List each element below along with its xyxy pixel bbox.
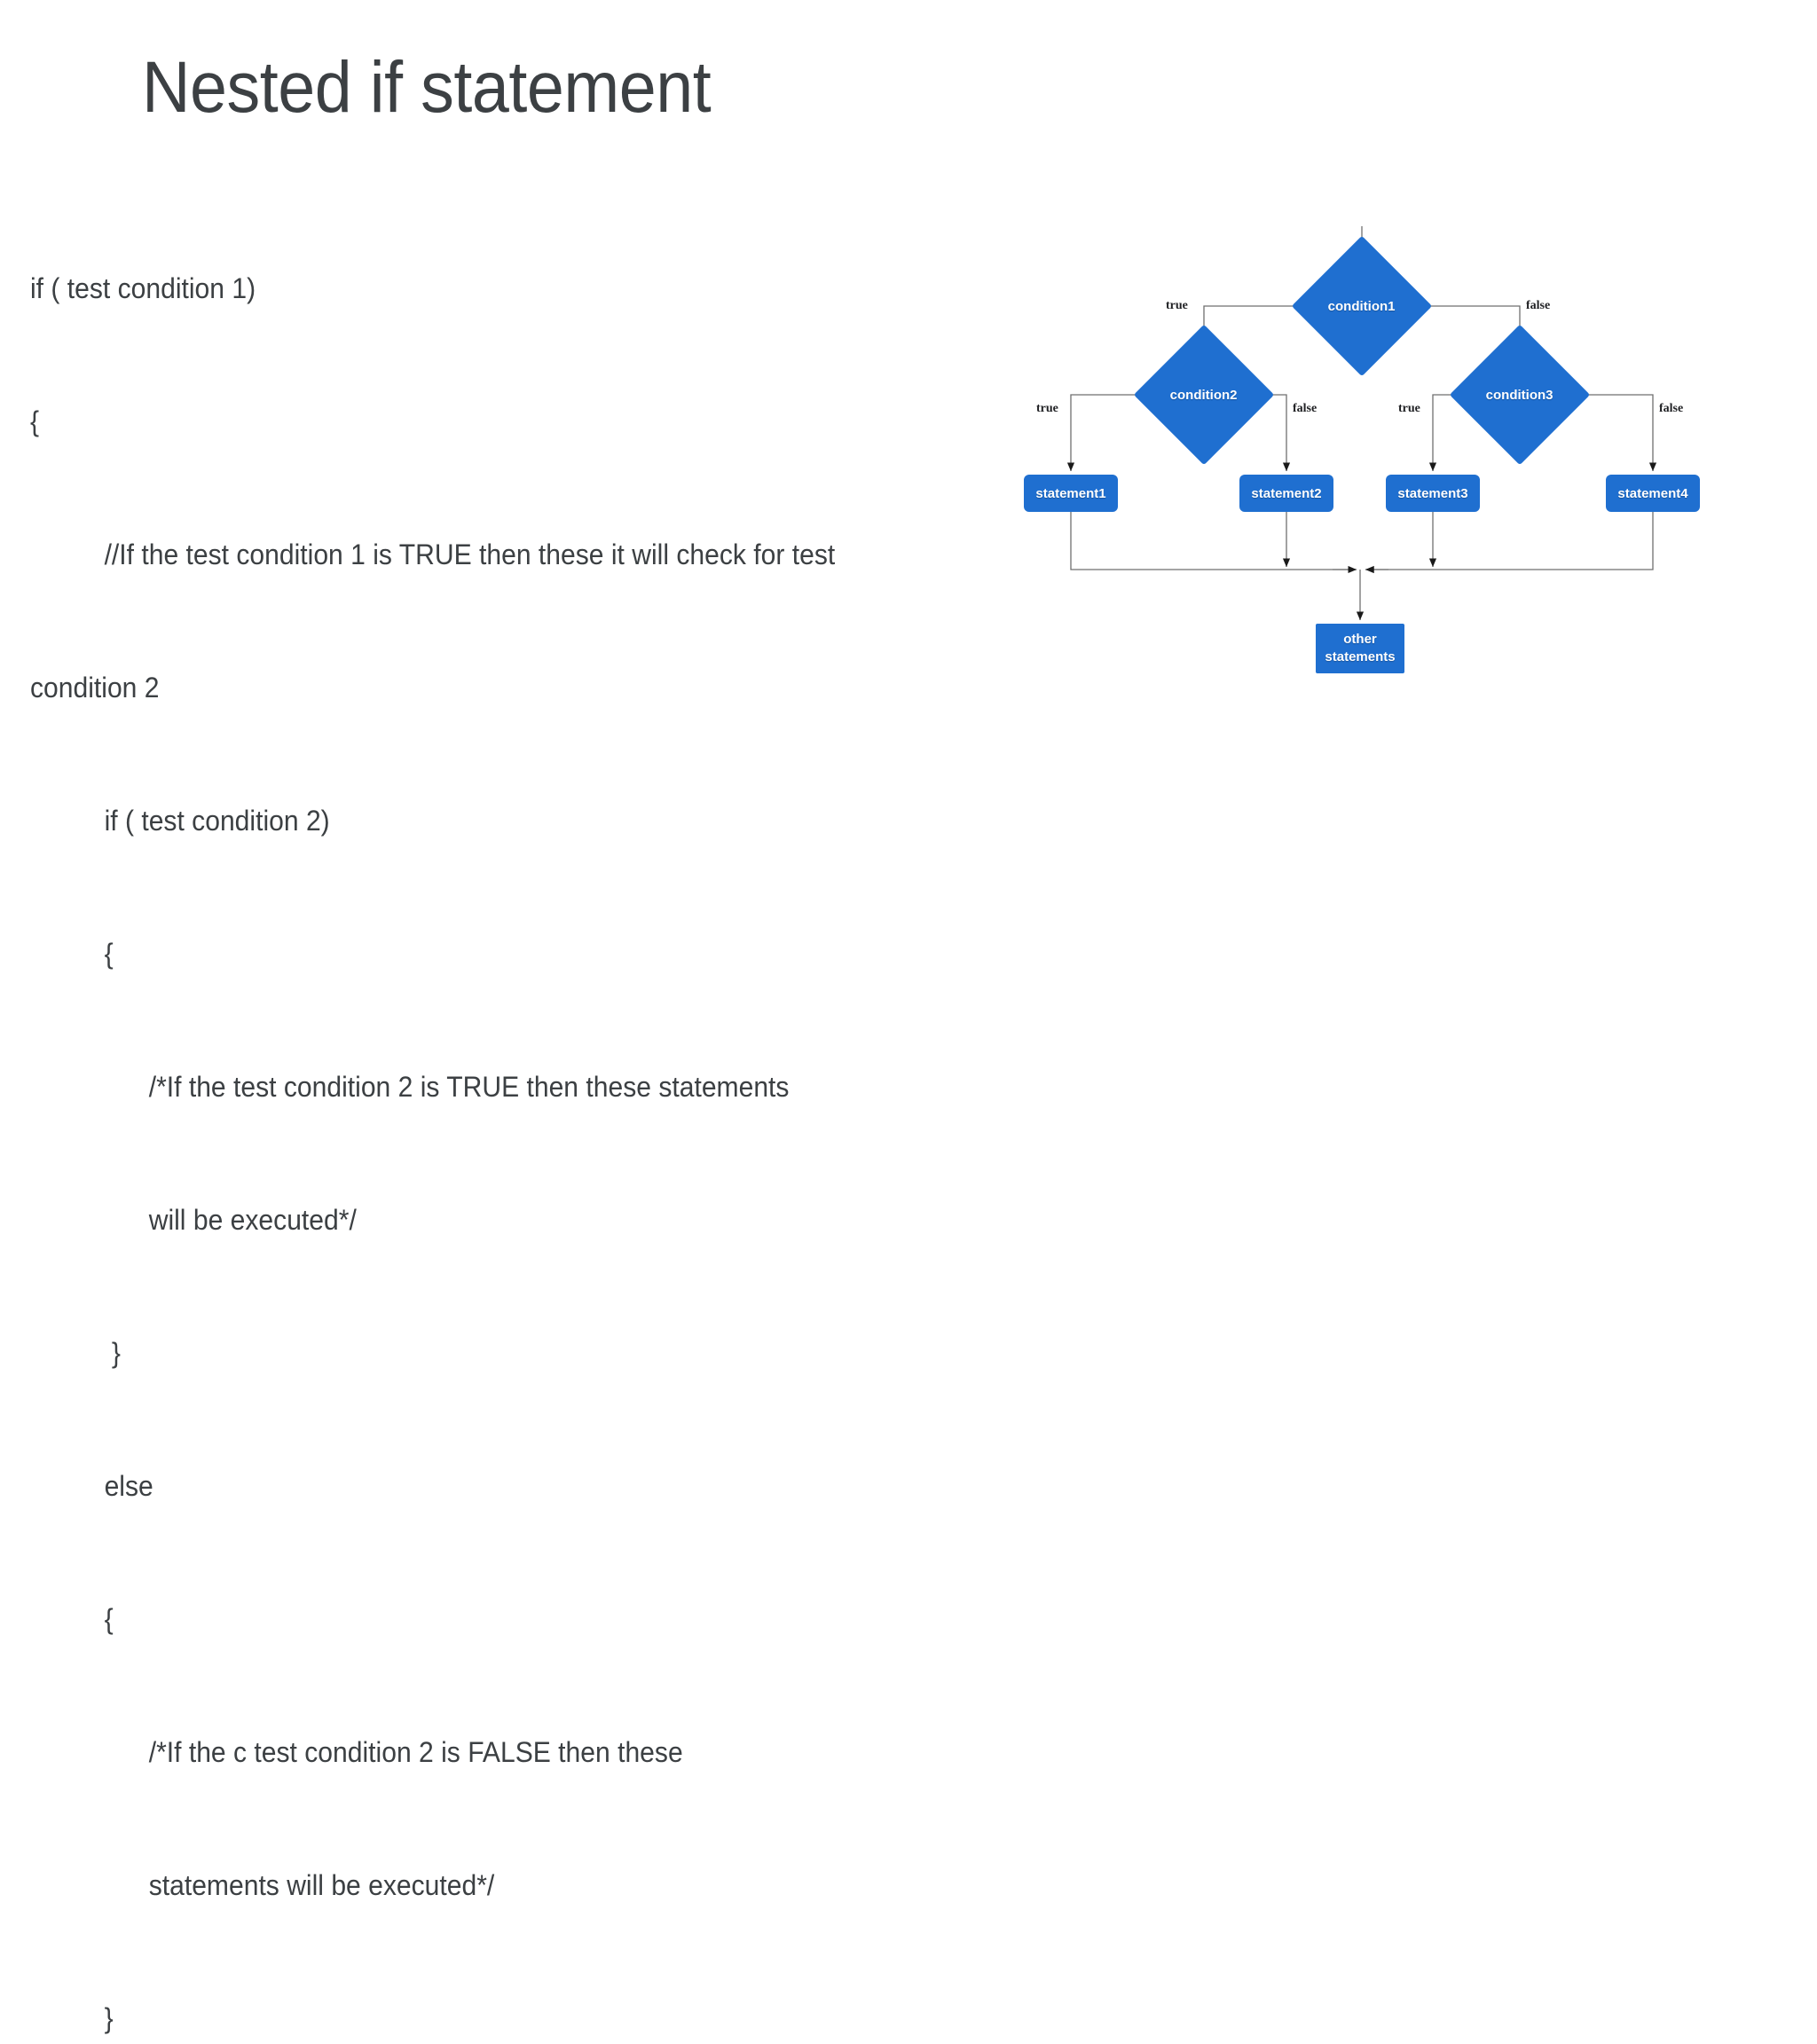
code-line: /*If the test condition 2 is TRUE then t…	[30, 1071, 790, 1103]
code-line: else	[30, 1470, 153, 1502]
node-other-statements-label-line1: other	[1343, 632, 1377, 647]
edge-label-condition3-true: true	[1398, 402, 1420, 415]
code-line: }	[30, 1337, 121, 1369]
edge-label-condition2-false: false	[1293, 402, 1318, 415]
code-line: condition 2	[30, 672, 160, 704]
edge-condition3-false	[1569, 394, 1657, 472]
node-statement3-label: statement3	[1397, 485, 1468, 501]
edge-statement1-to-merge	[1070, 512, 1353, 570]
node-other-statements-label-line2: statements	[1325, 649, 1396, 664]
edge-condition2-true	[1066, 394, 1154, 472]
code-line: if ( test condition 1)	[30, 272, 256, 304]
node-condition3-label: condition3	[1486, 387, 1553, 403]
code-line: }	[30, 2002, 114, 2034]
node-condition1-label: condition1	[1328, 298, 1396, 314]
code-line: will be executed*/	[30, 1204, 357, 1236]
edge-label-condition3-false: false	[1659, 402, 1684, 415]
code-line: if ( test condition 2)	[30, 805, 330, 837]
node-statement1[interactable]: statement1	[1024, 475, 1118, 512]
node-statement2[interactable]: statement2	[1239, 475, 1333, 512]
node-statement3[interactable]: statement3	[1386, 475, 1480, 512]
edge-label-condition2-true: true	[1036, 402, 1058, 415]
node-statement4-label: statement4	[1617, 485, 1688, 501]
edge-statement4-to-merge	[1368, 512, 1654, 570]
node-other-statements[interactable]: other statements	[1316, 624, 1404, 673]
code-line: //If the test condition 1 is TRUE then t…	[30, 539, 836, 570]
nested-if-flowchart: condition1 condition2 condition3 stateme…	[1020, 226, 1757, 883]
node-statement4[interactable]: statement4	[1606, 475, 1700, 512]
edge-label-condition1-false: false	[1526, 299, 1551, 312]
code-line: {	[30, 405, 40, 437]
node-statement1-label: statement1	[1035, 485, 1106, 501]
code-line: /*If the c test condition 2 is FALSE the…	[30, 1736, 683, 1768]
node-statement2-label: statement2	[1251, 485, 1322, 501]
code-line: {	[30, 938, 114, 970]
code-line: statements will be executed*/	[30, 1869, 495, 1901]
page-title: Nested if statement	[142, 47, 712, 128]
code-line: {	[30, 1603, 114, 1635]
node-condition2-label: condition2	[1170, 387, 1238, 403]
edge-label-condition1-true: true	[1166, 299, 1188, 312]
